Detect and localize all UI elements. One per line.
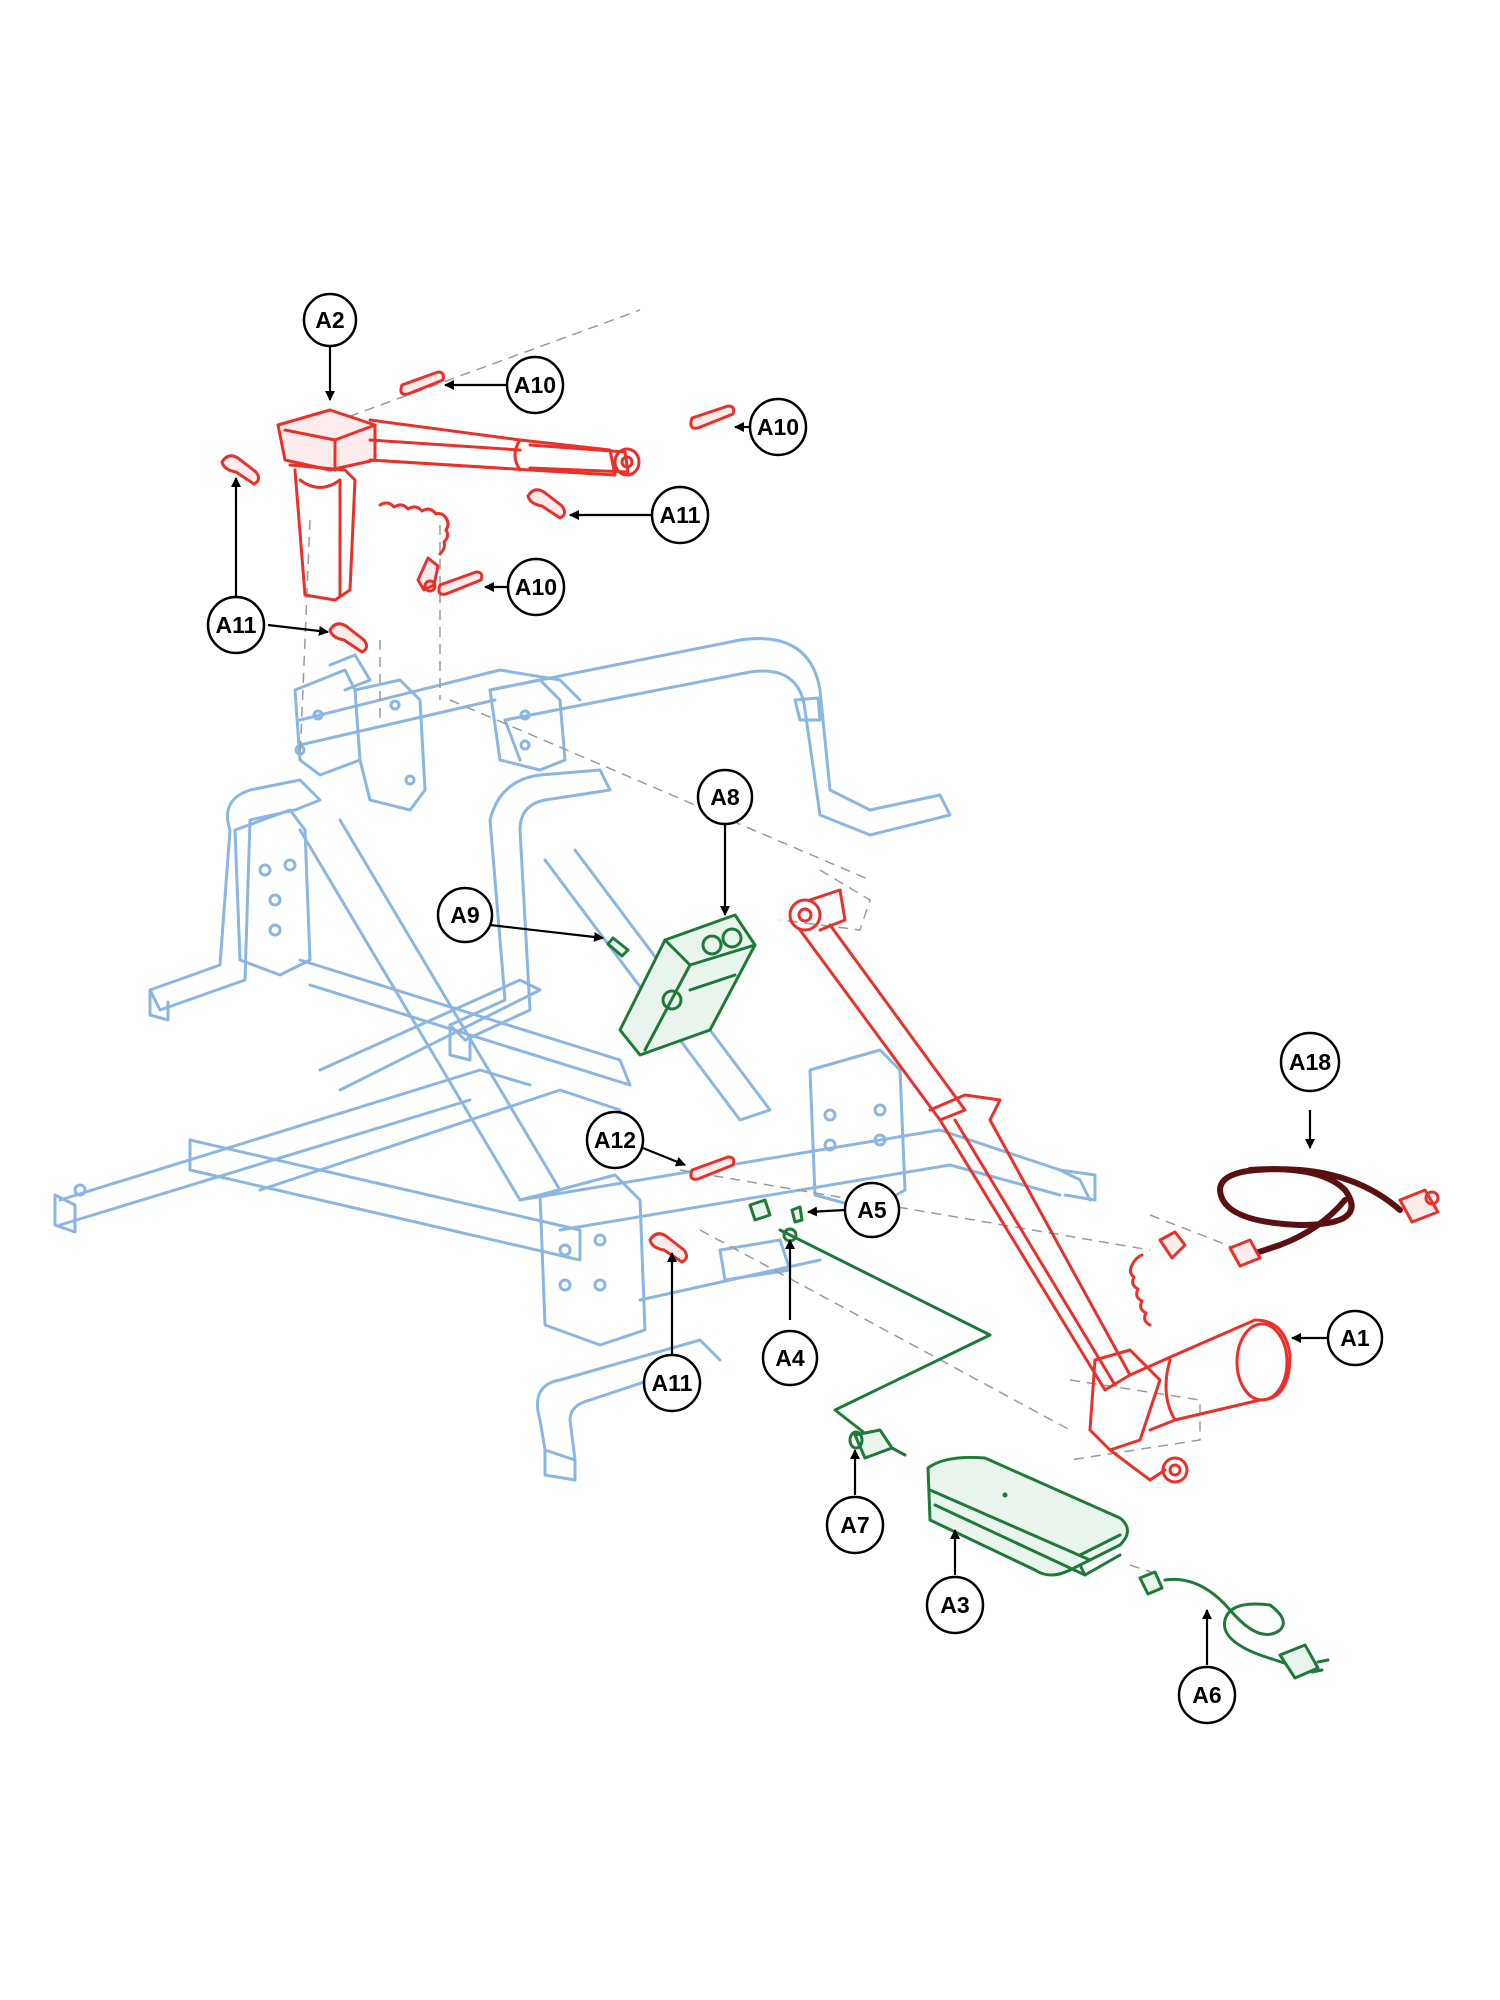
control-box <box>606 913 757 1057</box>
callout-label: A11 <box>216 612 257 638</box>
lift-chair-frame <box>53 637 1097 1482</box>
callout-a2: A2 <box>302 292 358 348</box>
callout-a8: A8 <box>696 768 754 826</box>
electrical-parts <box>748 1198 1330 1680</box>
callout-label: A1 <box>1340 1325 1370 1351</box>
callout-a10-mid: A10 <box>506 557 566 617</box>
callout-a7: A7 <box>825 1495 885 1555</box>
callout-label: A10 <box>757 414 799 440</box>
callout-a11-bottom: A11 <box>642 1353 702 1413</box>
callout-a11-right: A11 <box>650 485 710 545</box>
callout-a9: A9 <box>436 886 494 944</box>
main-lift-actuator <box>788 888 1292 1484</box>
callout-label: A10 <box>514 372 556 398</box>
callout-a3: A3 <box>925 1575 985 1635</box>
callout-label: A6 <box>1192 1682 1221 1708</box>
upper-lift-actuator <box>220 370 736 654</box>
lower-pin-and-clip <box>648 1155 736 1264</box>
alignment-lines <box>284 309 1241 1576</box>
callout-a12: A12 <box>585 1110 645 1170</box>
callout-label: A10 <box>515 574 557 600</box>
callout-label: A4 <box>775 1345 805 1371</box>
callout-label: A11 <box>652 1370 693 1396</box>
callout-label: A18 <box>1289 1049 1331 1075</box>
callout-a4: A4 <box>761 1329 819 1387</box>
callout-a10-top: A10 <box>505 355 565 415</box>
callout-label: A9 <box>450 902 479 928</box>
callout-a1: A1 <box>1326 1309 1384 1367</box>
callout-a11-left: A11 <box>206 595 266 655</box>
callout-label: A11 <box>660 502 701 528</box>
callout-a5: A5 <box>843 1181 901 1239</box>
callout-label: A5 <box>857 1197 887 1223</box>
callout-leaders <box>231 345 1327 1665</box>
callout-a18: A18 <box>1279 1031 1341 1093</box>
callout-a6: A6 <box>1177 1665 1237 1725</box>
extension-cable <box>1216 1166 1440 1268</box>
callout-label: A2 <box>315 307 344 333</box>
callout-label: A12 <box>594 1127 636 1153</box>
callout-label: A3 <box>940 1592 969 1618</box>
callout-label: A8 <box>710 784 740 810</box>
callout-a10-right: A10 <box>748 397 808 457</box>
callout-label: A7 <box>840 1512 869 1538</box>
